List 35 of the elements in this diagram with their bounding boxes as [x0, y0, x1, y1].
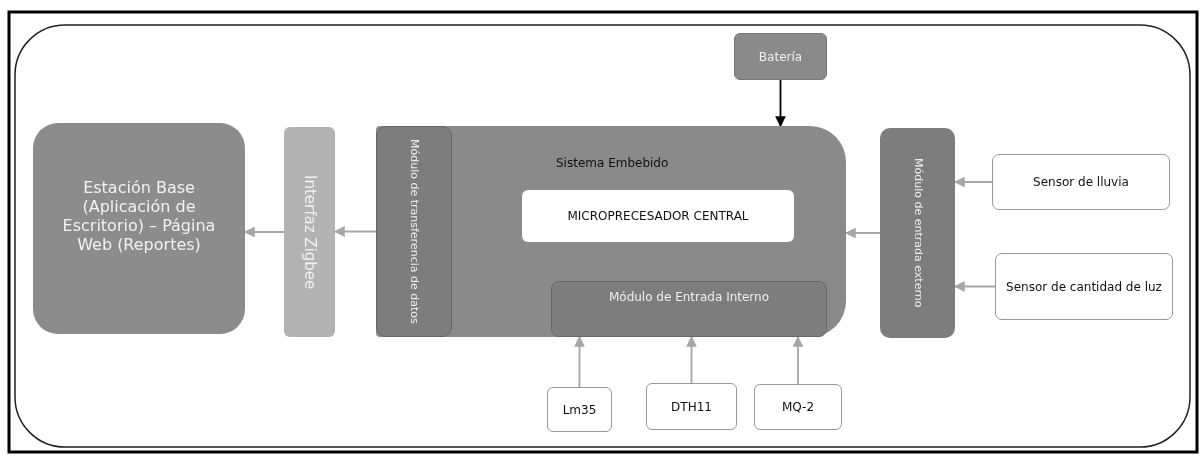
- node-label: MQ-2: [781, 400, 815, 414]
- node-label: Sensor de lluvia: [1033, 175, 1129, 189]
- node-label: Batería: [758, 49, 803, 64]
- sensor-box: [547, 387, 612, 432]
- arrow: [686, 335, 697, 384]
- arrow: [792, 335, 804, 385]
- node-label: MICROPRECESADOR CENTRAL: [567, 209, 749, 223]
- node-label: Módulo de transferencia de datos: [407, 139, 423, 324]
- node-label: Interfaz Zigbee: [299, 174, 320, 290]
- arrow: [953, 176, 993, 188]
- arrow: [333, 226, 377, 237]
- system-container: [376, 126, 846, 337]
- sensor-box: [995, 253, 1173, 320]
- sensor-box: [646, 383, 737, 430]
- arrow: [574, 335, 585, 388]
- node-label: DTH11: [671, 399, 712, 414]
- module-box: [551, 281, 827, 337]
- arrow: [243, 226, 285, 238]
- node-label: Lm35: [562, 402, 597, 417]
- node-label: Módulo de Entrada Interno: [608, 290, 770, 304]
- node-label: Módulo de entrada externo: [910, 158, 926, 308]
- module-box: [376, 126, 452, 337]
- module-box: [880, 128, 955, 338]
- interface-bar: [284, 127, 335, 337]
- arrow: [775, 79, 786, 128]
- node-label: Estación Base (Aplicación de Escritorio) – Página Web (Reportes): [61, 177, 217, 254]
- node-label: Sensor de cantidad de luz: [1006, 279, 1162, 294]
- processor-box: [522, 190, 794, 242]
- battery-box: [734, 33, 827, 80]
- container-title: Sistema Embebido: [556, 156, 669, 170]
- sensor-box: [992, 154, 1170, 210]
- arrow: [844, 227, 881, 239]
- station-box: [33, 123, 245, 334]
- arrow: [953, 281, 996, 292]
- sensor-box: [754, 384, 842, 430]
